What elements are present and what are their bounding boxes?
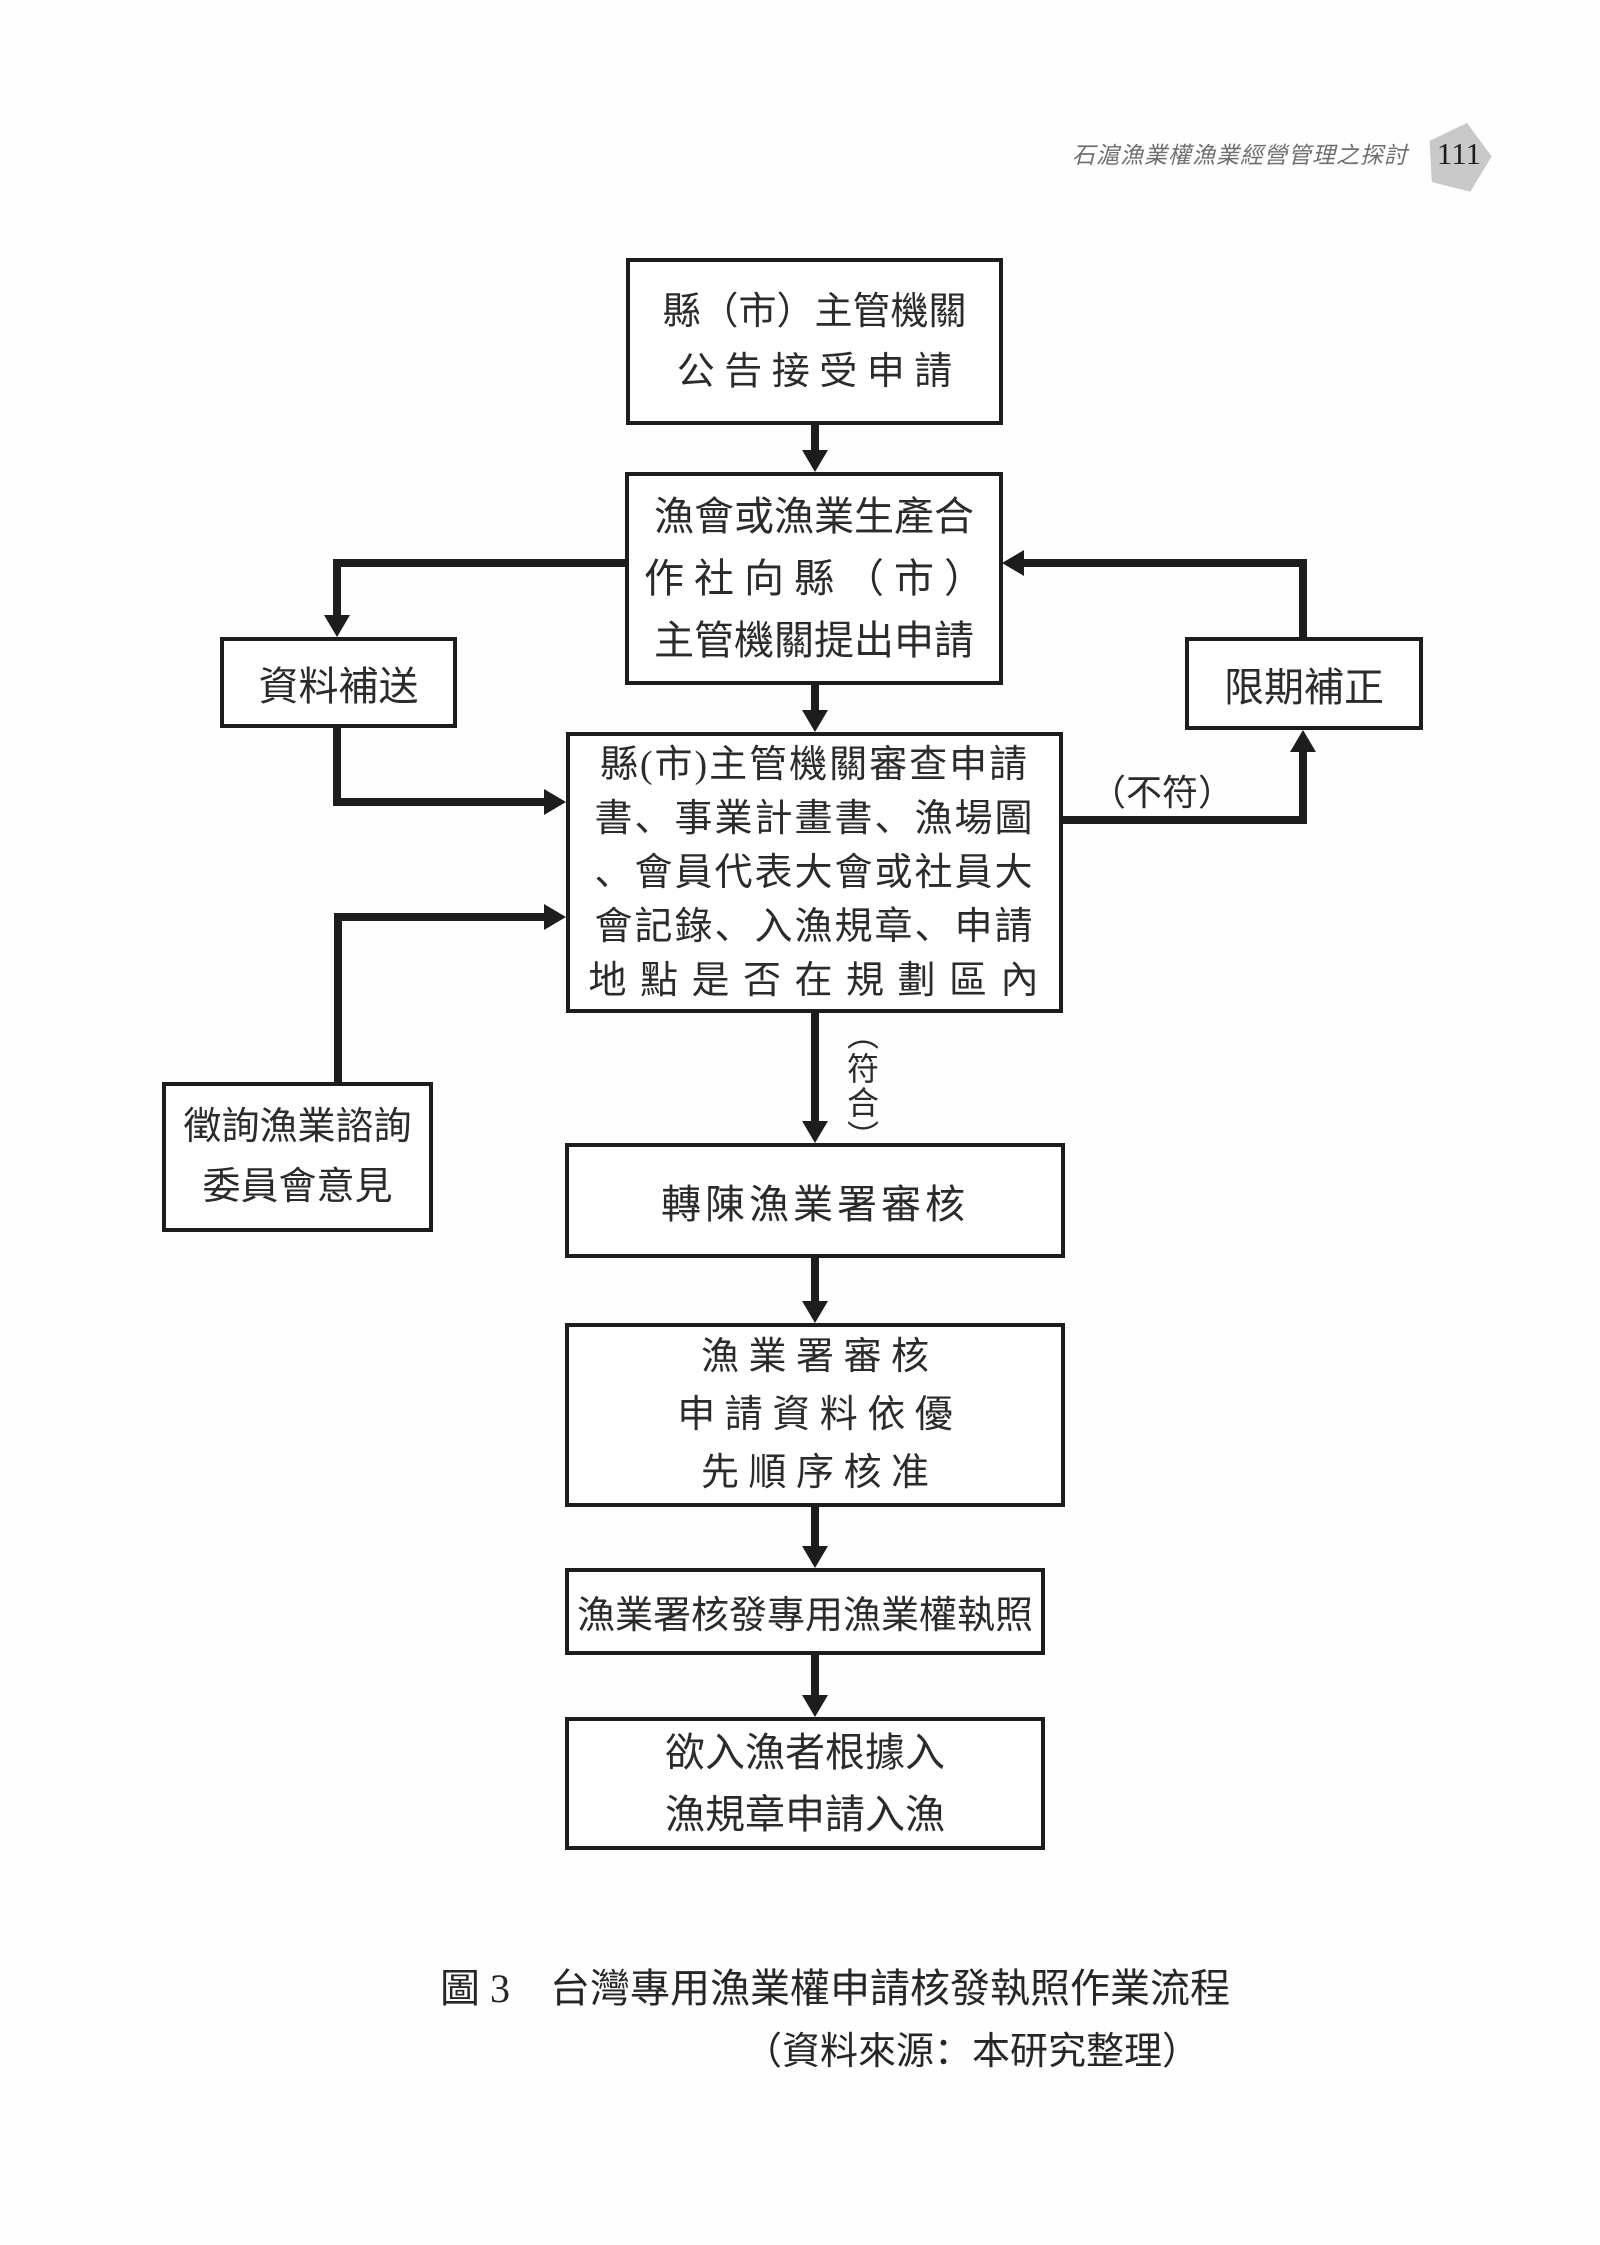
connector-deadline-apply-h — [1022, 559, 1307, 567]
connector-review-forward — [811, 1013, 819, 1125]
flow-box-text: 委員會意見 — [202, 1166, 393, 1208]
connector-datasupplement-review-h — [333, 798, 548, 806]
flow-box-apply: 漁會或漁業生產合 作 社 向 縣 （ 市 ） 主管機關提出申請 — [625, 472, 1003, 685]
running-header: 石滬漁業權漁業經營管理之探討 — [1072, 143, 1408, 168]
flow-box-review: 縣(市)主管機關審查申請 書、事業計畫書、漁場圖 、會員代表大會或社員大 會記錄… — [566, 732, 1063, 1013]
flow-box-text: 先 順 序 核 准 — [700, 1452, 929, 1494]
flow-box-text: 縣（市）主管機關 — [662, 290, 967, 333]
flow-box-text: 申 請 資 料 依 優 — [677, 1394, 953, 1436]
flow-box-issue: 漁業署核發專用漁業權執照 — [565, 1568, 1045, 1655]
page-number: 111 — [1436, 136, 1482, 171]
flow-box-text: 公 告 接 受 申 請 — [676, 350, 953, 393]
connector-announce-apply — [811, 425, 819, 455]
arrowhead-right-icon — [544, 789, 566, 815]
flow-box-text: 轉陳漁業署審核 — [661, 1181, 969, 1227]
flow-box-forward: 轉陳漁業署審核 — [565, 1143, 1065, 1258]
flow-box-fa-review: 漁 業 署 審 核 申 請 資 料 依 優 先 順 序 核 准 — [565, 1323, 1065, 1507]
flow-box-text: 限期補正 — [1224, 664, 1384, 710]
flow-box-entry: 欲入漁者根據入 漁規章申請入漁 — [565, 1717, 1045, 1850]
flow-box-text: 會記錄、入漁規章、申請 — [594, 905, 1035, 948]
flow-box-text: 漁 業 署 審 核 — [700, 1336, 929, 1378]
flow-box-text: 漁會或漁業生產合 — [654, 493, 974, 539]
flow-box-text: 漁業署核發專用漁業權執照 — [576, 1595, 1033, 1637]
connector-apply-datasupplement-h — [333, 559, 625, 567]
label-conform: （符合） — [843, 1018, 879, 1154]
flow-box-text: 地 點 是 否 在 規 劃 區 內 — [588, 959, 1041, 1002]
flow-box-deadline-correction: 限期補正 — [1185, 637, 1423, 730]
flow-box-text: 縣(市)主管機關審查申請 — [599, 743, 1030, 786]
connector-review-deadline-v — [1299, 750, 1307, 824]
arrowhead-down-icon — [802, 710, 828, 732]
figure-caption: 圖 3 台灣專用漁業權申請核發執照作業流程 （資料來源：本研究整理） — [440, 1956, 1230, 2075]
connector-issue-entry — [811, 1655, 819, 1699]
arrowhead-down-icon — [324, 615, 350, 637]
flow-box-data-supplement: 資料補送 — [220, 637, 457, 728]
arrowhead-down-icon — [802, 1301, 828, 1323]
connector-consult-review-v — [334, 913, 342, 1082]
flow-box-consult: 徵詢漁業諮詢 委員會意見 — [162, 1082, 433, 1232]
flow-box-text: 主管機關提出申請 — [654, 617, 974, 663]
arrowhead-down-icon — [802, 450, 828, 472]
connector-fareview-issue — [811, 1507, 819, 1550]
arrowhead-right-icon — [544, 904, 566, 930]
connector-apply-review — [811, 685, 819, 715]
figure-caption-title: 圖 3 台灣專用漁業權申請核發執照作業流程 — [440, 1966, 1230, 2011]
arrowhead-down-icon — [802, 1695, 828, 1717]
flow-box-text: 徵詢漁業諮詢 — [183, 1106, 412, 1148]
flow-box-text: 資料補送 — [258, 663, 419, 709]
connector-datasupplement-review-v — [333, 728, 341, 806]
connector-consult-review-h — [334, 913, 548, 921]
connector-forward-fareview — [811, 1258, 819, 1305]
label-nonconform: （不符） — [1090, 773, 1235, 813]
flow-box-text: 、會員代表大會或社員大 — [594, 851, 1035, 894]
connector-review-deadline-h — [1063, 816, 1307, 824]
flow-box-text: 作 社 向 縣 （ 市 ） — [644, 555, 984, 601]
flow-box-text: 書、事業計畫書、漁場圖 — [594, 797, 1035, 840]
figure-caption-source: （資料來源：本研究整理） — [743, 2031, 1200, 2073]
flow-box-text: 欲入漁者根據入 — [665, 1729, 945, 1775]
flow-box-announce: 縣（市）主管機關 公 告 接 受 申 請 — [626, 258, 1003, 425]
flow-box-text: 漁規章申請入漁 — [665, 1791, 945, 1837]
arrowhead-down-icon — [802, 1121, 828, 1143]
arrowhead-up-icon — [1290, 730, 1316, 752]
connector-apply-datasupplement-v — [333, 559, 341, 617]
arrowhead-down-icon — [802, 1546, 828, 1568]
arrowhead-left-icon — [1002, 550, 1024, 576]
connector-deadline-apply-v — [1299, 559, 1307, 637]
